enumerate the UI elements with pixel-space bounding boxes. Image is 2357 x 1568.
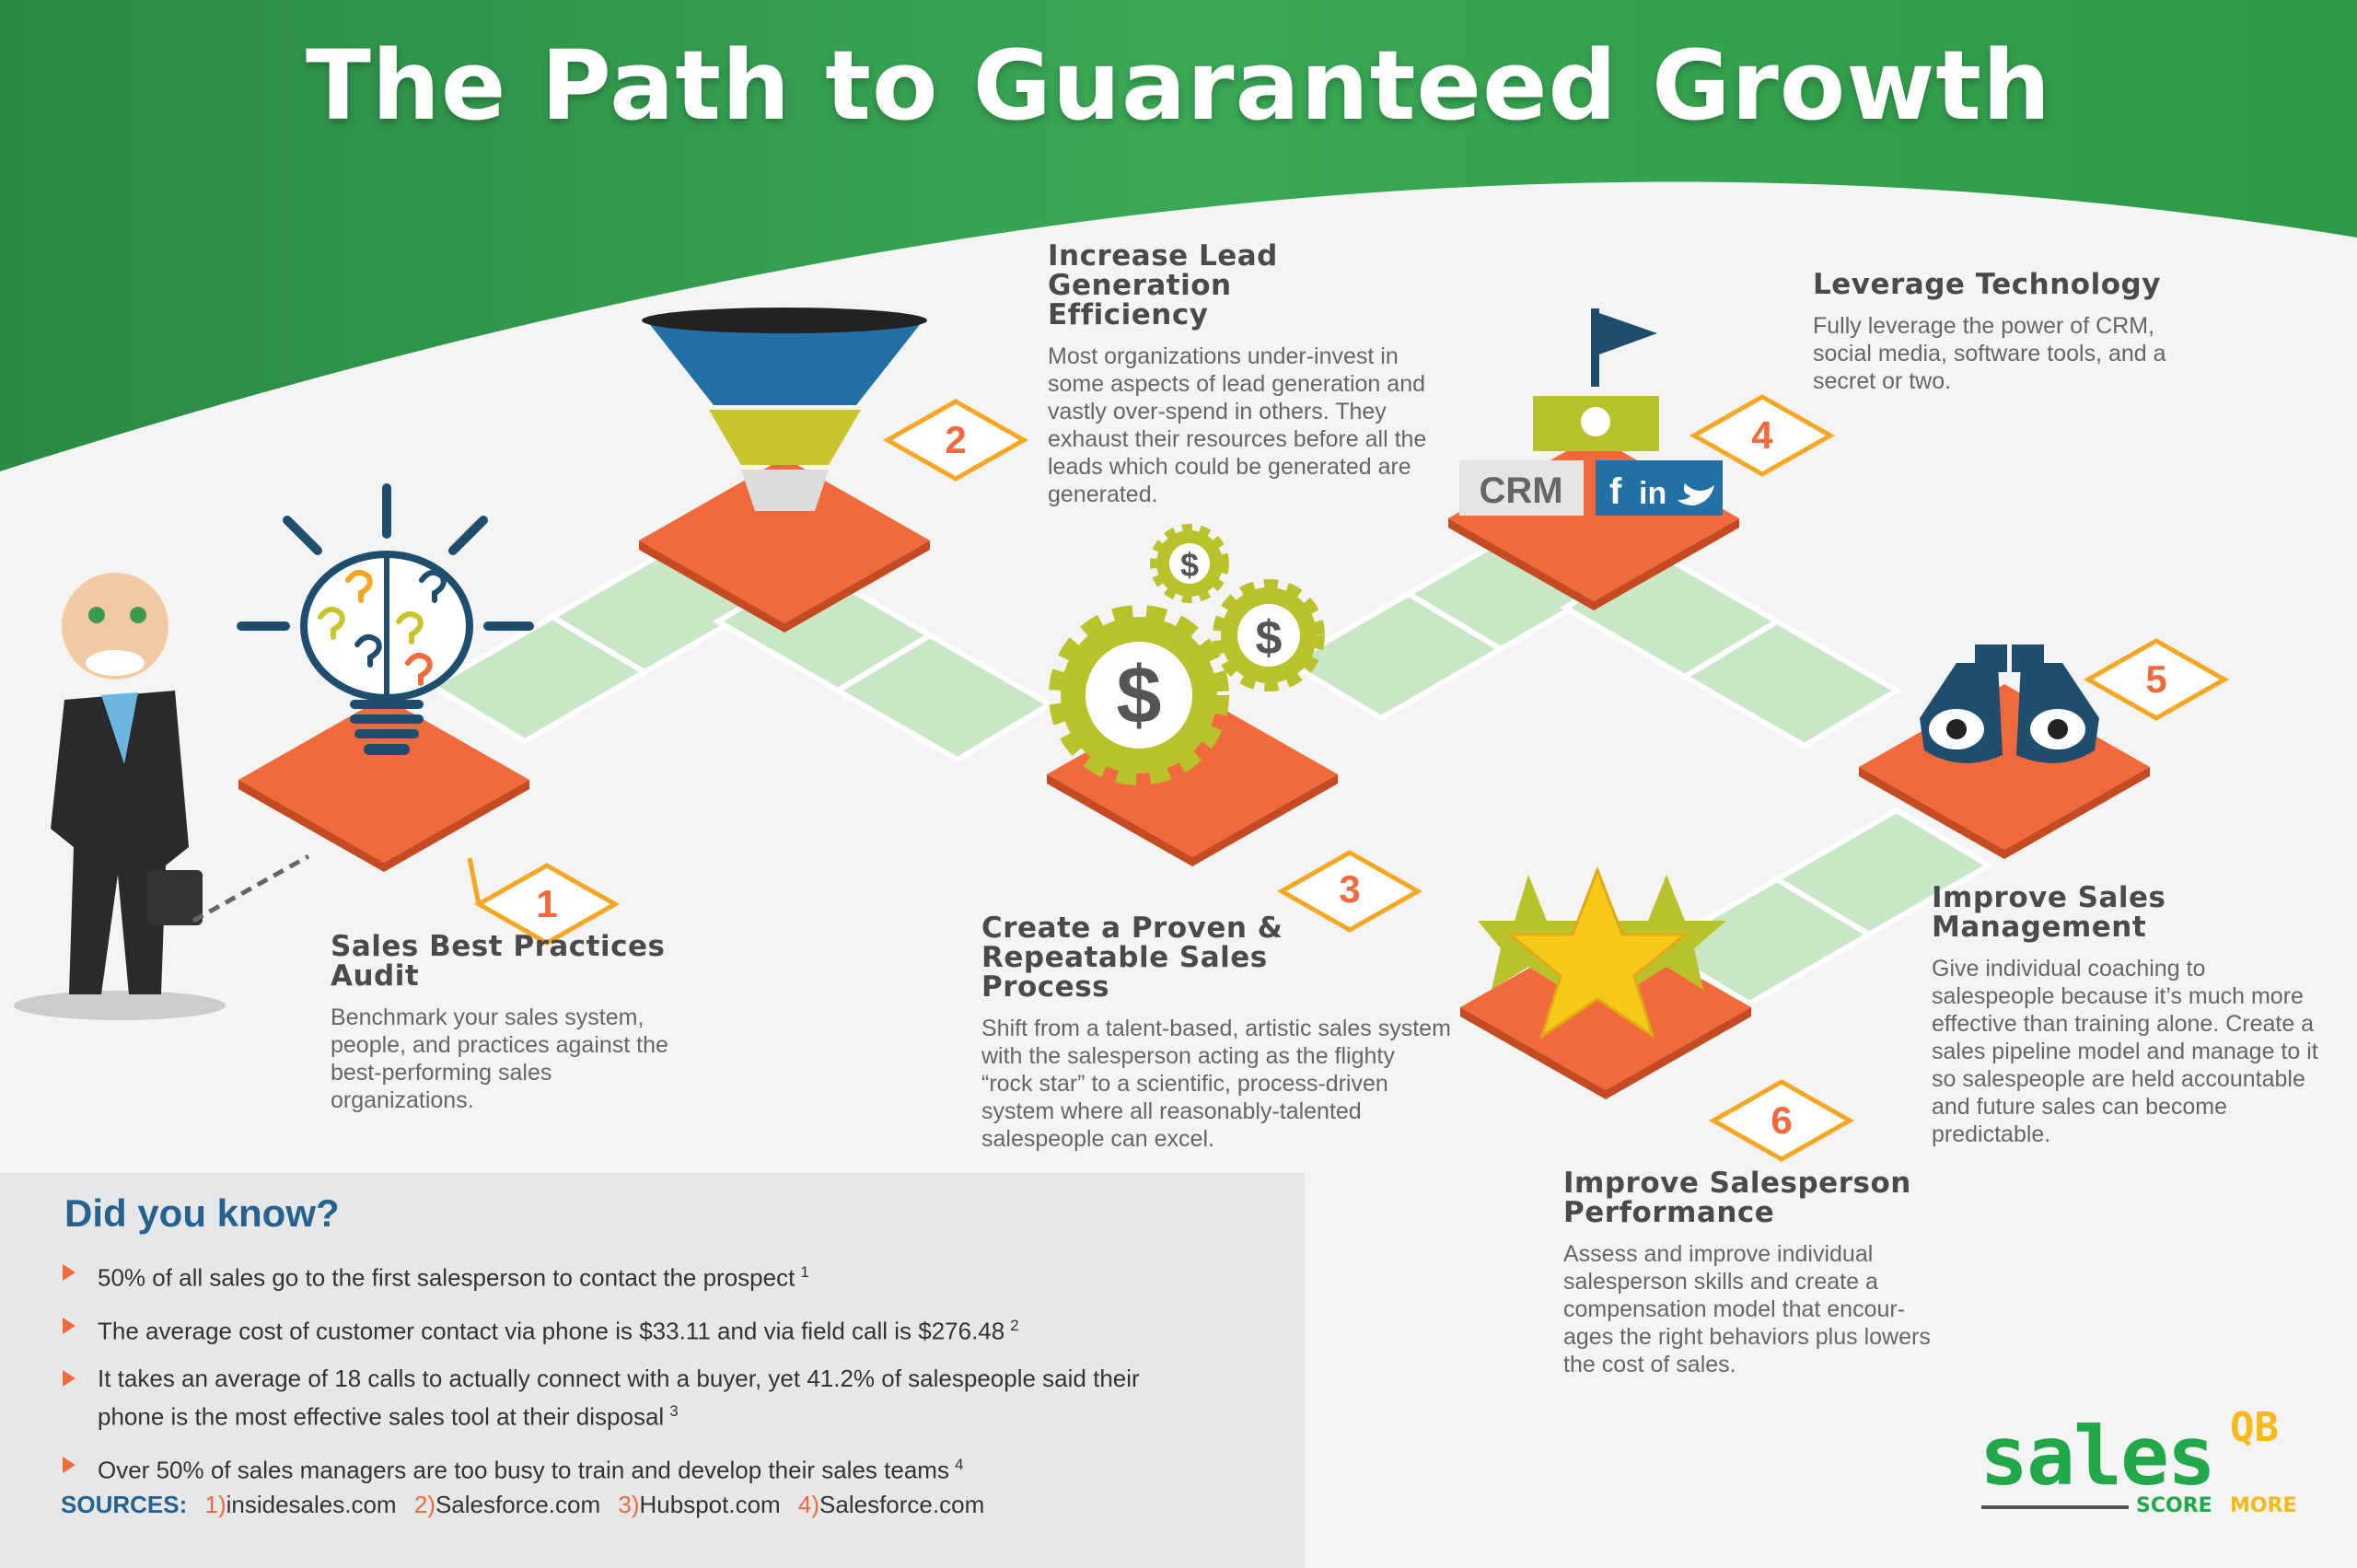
source-number: 2) — [413, 1491, 435, 1518]
logo-underline — [1981, 1505, 2129, 1509]
gears-dollar-icon: $ $ $ — [1049, 524, 1325, 785]
fact-ref: 2 — [1010, 1316, 1019, 1334]
step-number-5: 5 — [2145, 657, 2167, 701]
step-3: Create a Proven & Repeatable Sales Proce… — [981, 913, 1451, 1153]
green-header-band — [0, 0, 2357, 471]
sources-label: SOURCES: — [61, 1491, 188, 1518]
number-badges — [467, 394, 2230, 1162]
fact-text: The average cost of customer contact via… — [98, 1317, 1005, 1345]
dollar-sign: $ — [1180, 546, 1199, 584]
technology-icon: CRM f in — [1459, 308, 1723, 516]
dollar-sign: $ — [1256, 611, 1283, 665]
step-2: Increase Lead Generation Efficiency Most… — [1048, 241, 1444, 508]
source-name: Hubspot.com — [639, 1491, 781, 1518]
fact-ref: 3 — [669, 1402, 679, 1421]
step-title: Leverage Technology — [1813, 268, 2161, 301]
step-body: Fully leverage the power of CRM, social … — [1813, 313, 2166, 394]
logo-tagline-score: SCORE — [2136, 1494, 2212, 1517]
logo-word: sales — [1980, 1409, 2216, 1504]
funnel-icon — [642, 308, 927, 511]
bullet-arrow-icon — [63, 1370, 75, 1388]
fact-text: Over 50% of sales managers are too busy … — [98, 1456, 949, 1484]
brain-lightbulb-icon — [237, 483, 534, 755]
linkedin-icon: in — [1639, 476, 1666, 511]
fact-item: It takes an average of 18 calls to actua… — [59, 1362, 1210, 1434]
bullet-arrow-icon — [63, 1264, 75, 1281]
platform-2 — [639, 458, 930, 633]
platform-1 — [238, 697, 529, 872]
step-title: Sales Best Practices Audit — [331, 930, 666, 993]
page-title: The Path to Guaranteed Growth — [305, 29, 2052, 142]
binoculars-icon — [1920, 645, 2099, 763]
source-name: Salesforce.com — [435, 1491, 601, 1518]
facebook-icon: f — [1609, 471, 1622, 512]
bullet-arrow-icon — [63, 1456, 75, 1473]
did-you-know-heading: Did you know? — [64, 1191, 340, 1235]
step-body: Benchmark your sales system, people, and… — [331, 1005, 668, 1113]
bullet-arrow-icon — [63, 1317, 75, 1334]
businessman-illustration — [14, 573, 310, 1020]
step-body: Most organizations under-invest in some … — [1048, 343, 1427, 507]
step-body: Assess and improve individual salesperso… — [1563, 1241, 1931, 1377]
did-you-know-panel: Did you know? 50% of all sales go to the… — [0, 1173, 1305, 1568]
step-title: Improve Sales Management — [1932, 881, 2166, 944]
step-1: Sales Best Practices Audit Benchmark you… — [331, 932, 671, 1114]
fact-text: 50% of all sales go to the first salespe… — [98, 1263, 795, 1292]
stars-icon — [1478, 865, 1726, 1040]
step-number-3: 3 — [1339, 867, 1361, 911]
step-title: Increase Lead Generation Efficiency — [1048, 239, 1278, 331]
source-name: Salesforce.com — [819, 1491, 985, 1518]
twitter-icon — [1678, 483, 1714, 505]
dollar-sign: $ — [1117, 649, 1162, 740]
step-5: Improve Sales Management Give individual… — [1932, 883, 2318, 1148]
source-number: 3) — [618, 1491, 640, 1518]
logo-sup: QB — [2230, 1404, 2279, 1451]
step-body: Shift from a talent-based, artistic sale… — [981, 1016, 1451, 1152]
fact-ref: 4 — [954, 1455, 964, 1473]
step-6: Improve Salesperson Performance Assess a… — [1563, 1168, 1950, 1378]
fact-item: 50% of all sales go to the first salespe… — [59, 1256, 1210, 1295]
source-number: 1) — [204, 1491, 226, 1518]
crm-label: CRM — [1479, 470, 1562, 511]
fact-ref: 1 — [800, 1263, 809, 1281]
step-number-6: 6 — [1771, 1098, 1793, 1142]
step-number-1: 1 — [536, 882, 558, 925]
source-number: 4) — [797, 1491, 820, 1518]
salesqb-logo: sales QB SCORE MORE — [1980, 1405, 2311, 1517]
sources-line: SOURCES: 1)insidesales.com 2)Salesforce.… — [61, 1491, 984, 1519]
step-title: Create a Proven & Repeatable Sales Proce… — [981, 912, 1283, 1004]
step-title: Improve Salesperson Performance — [1563, 1167, 1911, 1229]
step-number-4: 4 — [1751, 413, 1773, 457]
source-name: insidesales.com — [226, 1491, 397, 1518]
step-number-2: 2 — [945, 418, 967, 461]
fact-item: Over 50% of sales managers are too busy … — [59, 1448, 1210, 1487]
logo-tagline-more: MORE — [2230, 1494, 2297, 1517]
step-body: Give individual coaching to salespeople … — [1932, 956, 2318, 1147]
step-4: Leverage Technology Fully leverage the p… — [1813, 270, 2218, 395]
fact-text: It takes an average of 18 calls to actua… — [98, 1365, 1140, 1431]
facts-list: 50% of all sales go to the first salespe… — [59, 1256, 1210, 1502]
question-marks-icon — [318, 569, 447, 686]
fact-item: The average cost of customer contact via… — [59, 1309, 1210, 1348]
